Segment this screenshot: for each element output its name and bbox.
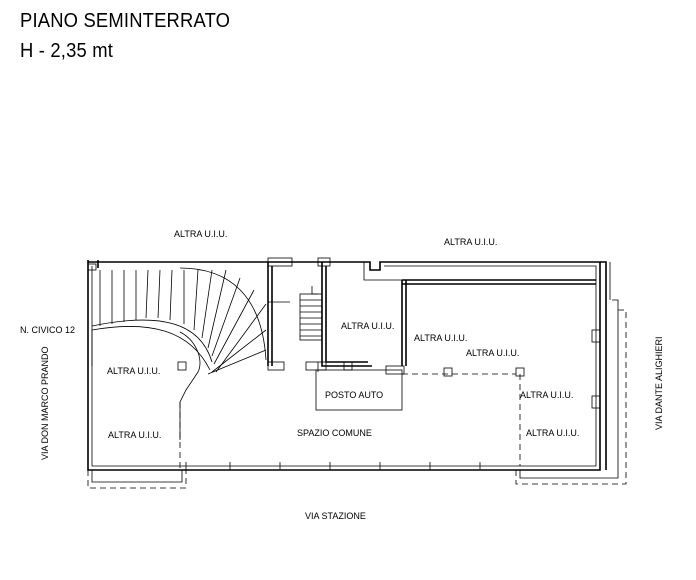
label-altra-top-left: ALTRA U.I.U. <box>174 229 227 239</box>
label-altra-center: ALTRA U.I.U. <box>341 321 394 331</box>
neighbour-outlines <box>87 262 627 489</box>
label-altra-right-1: ALTRA U.I.U. <box>414 333 467 343</box>
staircase <box>91 267 267 470</box>
label-altra-right-2: ALTRA U.I.U. <box>466 348 519 358</box>
label-altra-top-right: ALTRA U.I.U. <box>444 237 497 247</box>
label-civico: N. CIVICO 12 <box>20 325 75 335</box>
label-altra-right-3: ALTRA U.I.U. <box>520 390 573 400</box>
plan-height: H - 2,35 mt <box>20 40 114 62</box>
label-via-stazione: VIA STAZIONE <box>305 511 366 521</box>
label-via-left: VIA DON MARCO PRANDO <box>40 346 50 460</box>
windows <box>87 257 601 470</box>
outer-walls <box>87 260 607 471</box>
label-altra-left-2: ALTRA U.I.U. <box>108 430 161 440</box>
plan-title: PIANO SEMINTERRATO <box>20 10 231 32</box>
label-spazio-comune: SPAZIO COMUNE <box>297 428 372 438</box>
small-steps <box>299 286 323 341</box>
label-altra-right-4: ALTRA U.I.U. <box>526 428 579 438</box>
internal-walls <box>267 262 596 372</box>
label-posto-auto: POSTO AUTO <box>325 390 383 400</box>
parking-area <box>315 365 525 466</box>
label-altra-left-1: ALTRA U.I.U. <box>107 366 160 376</box>
label-via-right: VIA DANTE ALIGHIERI <box>654 336 664 430</box>
